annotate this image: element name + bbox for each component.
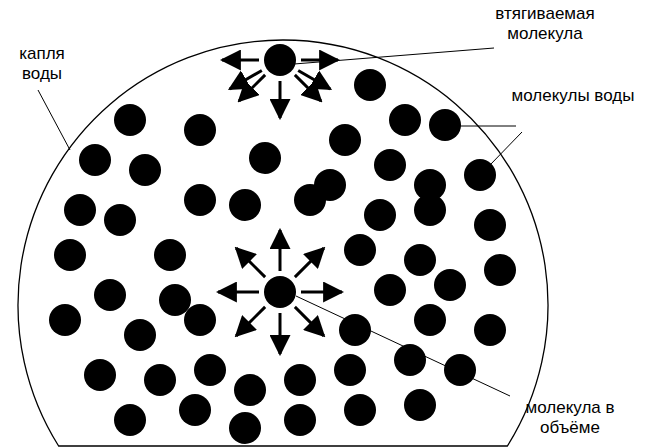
water-molecule (444, 354, 476, 386)
force-arrow (239, 75, 265, 101)
water-molecule (229, 412, 261, 444)
water-molecule (484, 254, 516, 286)
force-arrow (236, 307, 265, 336)
drop-label: капля воды (2, 44, 82, 85)
water-molecule (124, 319, 156, 351)
water-molecule (284, 404, 316, 436)
water-molecule (429, 109, 461, 141)
water-molecule (344, 234, 376, 266)
water-molecule (374, 274, 406, 306)
water-molecule (54, 239, 86, 271)
water-molecule (284, 364, 316, 396)
water-molecule (234, 374, 266, 406)
water-molecule (194, 354, 226, 386)
water-molecule (474, 209, 506, 241)
water-molecule (129, 154, 161, 186)
water-molecule (229, 189, 261, 221)
water-molecule (104, 204, 136, 236)
water-molecule (334, 354, 366, 386)
water-molecule (114, 404, 146, 436)
water-molecule (294, 184, 326, 216)
force-arrow (218, 291, 259, 294)
force-arrow (295, 248, 324, 277)
water-molecule (329, 124, 361, 156)
leader-line (296, 296, 510, 396)
water-drop (18, 40, 548, 446)
water-molecule (79, 144, 111, 176)
leader-line (490, 132, 522, 165)
leader-line (460, 126, 516, 127)
force-arrow (279, 230, 282, 271)
water-molecule (249, 142, 281, 174)
water-molecule (404, 389, 436, 421)
leader-line (294, 48, 494, 64)
water-molecule (154, 239, 186, 271)
force-arrow (222, 59, 259, 62)
water-molecule (184, 304, 216, 336)
water-molecule (414, 304, 446, 336)
force-arrow (298, 71, 330, 90)
molecule-label: втягиваемая молекула (470, 4, 620, 45)
leader-line (38, 90, 70, 150)
water-molecule (434, 269, 466, 301)
water-molecule (84, 359, 116, 391)
water-molecule (144, 364, 176, 396)
water-molecule (354, 69, 386, 101)
water-molecule (264, 276, 296, 308)
water-molecule (184, 114, 216, 146)
molecules-label: молекулы воды (508, 86, 638, 106)
water-molecule (94, 279, 126, 311)
water-molecule (389, 104, 421, 136)
water-molecule (159, 284, 191, 316)
water-molecule (49, 304, 81, 336)
water-molecule (64, 194, 96, 226)
force-arrow (236, 248, 265, 277)
water-molecule (364, 199, 396, 231)
water-molecule (474, 314, 506, 346)
water-molecule (414, 194, 446, 226)
water-molecule (114, 104, 146, 136)
force-arrow (295, 307, 324, 336)
water-molecule (374, 149, 406, 181)
water-molecule (344, 394, 376, 426)
force-arrow (279, 81, 282, 118)
molecule-label: молекула в объёме (500, 398, 640, 439)
water-molecule (404, 244, 436, 276)
water-molecule (184, 184, 216, 216)
force-arrow (301, 291, 342, 294)
force-arrow (295, 75, 321, 101)
force-arrow (279, 313, 282, 354)
water-molecule (264, 44, 296, 76)
force-arrow (230, 71, 262, 90)
water-molecule (179, 394, 211, 426)
